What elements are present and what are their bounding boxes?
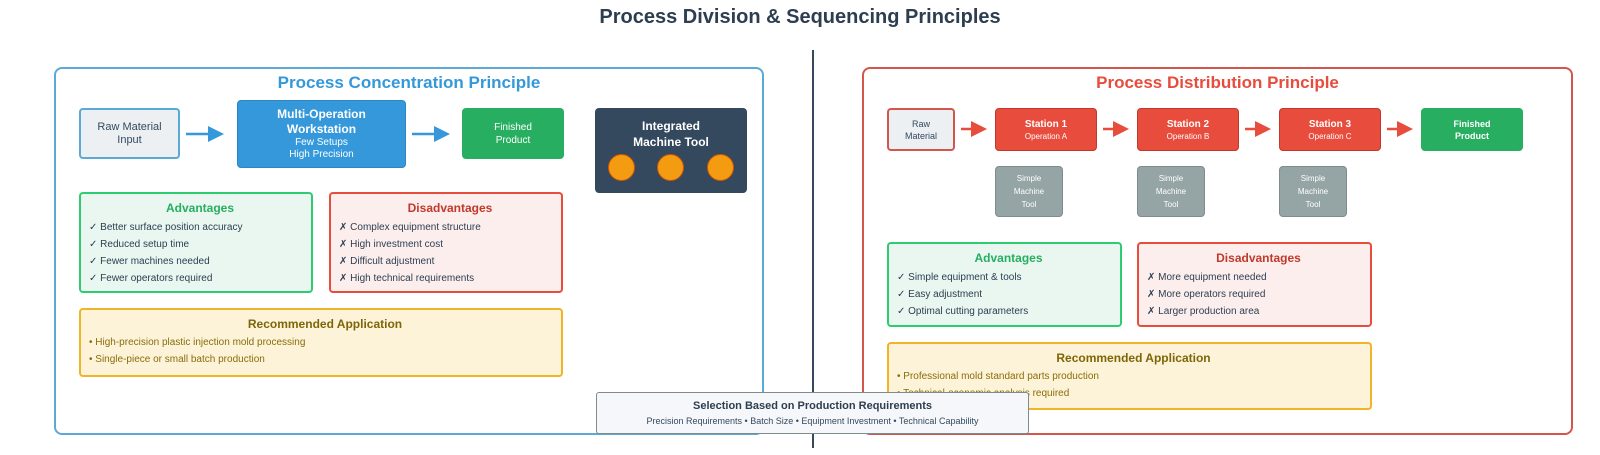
- arrow-icon: [1103, 121, 1129, 137]
- workstation-title: Multi-Operation Workstation: [277, 107, 366, 136]
- raw-material-label: Raw Material Input: [97, 120, 162, 146]
- finished-product-box: Finished Product: [462, 108, 564, 159]
- finished-product-label: Finished Product: [494, 121, 532, 146]
- disadvantage-item: ✗ Difficult adjustment: [339, 256, 435, 267]
- advantage-item: ✓ Fewer operators required: [89, 273, 213, 284]
- advantage-item: ✓ Easy adjustment: [897, 289, 983, 300]
- recommended-item: • Single-piece or small batch production: [89, 354, 265, 365]
- advantage-item: ✓ Optimal cutting parameters: [897, 306, 1029, 317]
- distribution-title: Process Distribution Principle: [1096, 73, 1339, 92]
- distribution-advantages-card: Advantages ✓ Simple equipment & tools ✓ …: [887, 242, 1122, 327]
- workstation-subtitle: Few Setups High Precision: [289, 137, 354, 160]
- recommended-heading: Recommended Application: [247, 317, 403, 331]
- simple-machine-tool-box: Simple Machine Tool: [995, 166, 1063, 217]
- advantage-item: ✓ Fewer machines needed: [89, 256, 210, 267]
- simple-machine-tool-box: Simple Machine Tool: [1137, 166, 1205, 217]
- station-title: Station 3: [1308, 118, 1352, 130]
- station-title: Station 2: [1166, 118, 1210, 130]
- recommended-item: • Professional mold standard parts produ…: [897, 371, 1099, 382]
- simple-machine-tool-label: Simple Machine Tool: [1155, 174, 1187, 209]
- raw-material-label: Raw Material: [904, 118, 937, 141]
- arrow-icon: [1387, 121, 1413, 137]
- disadvantage-item: ✗ Larger production area: [1147, 306, 1260, 317]
- simple-machine-tool-box: Simple Machine Tool: [1279, 166, 1347, 217]
- finished-product-label: Finished Product: [1453, 118, 1491, 141]
- multi-operation-workstation-box: Multi-Operation Workstation Few Setups H…: [237, 100, 406, 168]
- concentration-disadvantages-card: Disadvantages ✗ Complex equipment struct…: [329, 192, 563, 293]
- selection-criteria: Precision Requirements • Batch Size • Eq…: [646, 416, 979, 426]
- concentration-recommended-card: Recommended Application • High-precision…: [79, 308, 563, 377]
- advantages-heading: Advantages: [974, 251, 1043, 265]
- integrated-machine-tool-box: Integrated Machine Tool: [595, 108, 747, 193]
- recommended-item: • High-precision plastic injection mold …: [89, 337, 306, 348]
- tool-circle-icon: [657, 154, 684, 181]
- raw-material-box: Raw Material: [887, 108, 955, 151]
- disadvantages-heading: Disadvantages: [1216, 251, 1301, 265]
- disadvantages-heading: Disadvantages: [407, 201, 493, 215]
- concentration-advantages-card: Advantages ✓ Better surface position acc…: [79, 192, 313, 293]
- arrow-icon: [1245, 121, 1271, 137]
- raw-material-input-box: Raw Material Input: [79, 108, 180, 159]
- simple-machine-tool-label: Simple Machine Tool: [1013, 174, 1045, 209]
- arrow-icon: [961, 121, 987, 137]
- disadvantage-item: ✗ More equipment needed: [1147, 272, 1267, 283]
- station-3-box: Station 3 Operation C: [1279, 108, 1381, 151]
- tool-circle-icon: [707, 154, 734, 181]
- simple-machine-tool-label: Simple Machine Tool: [1297, 174, 1329, 209]
- advantage-item: ✓ Better surface position accuracy: [89, 222, 243, 233]
- station-operation: Operation A: [1024, 131, 1068, 141]
- finished-product-box: Finished Product: [1421, 108, 1523, 151]
- disadvantage-item: ✗ High investment cost: [339, 239, 443, 250]
- advantage-item: ✓ Reduced setup time: [89, 239, 190, 250]
- concentration-title: Process Concentration Principle: [277, 73, 541, 92]
- station-2-box: Station 2 Operation B: [1137, 108, 1239, 151]
- station-operation: Operation C: [1308, 131, 1352, 141]
- recommended-heading: Recommended Application: [1056, 351, 1211, 365]
- page-title: Process Division & Sequencing Principles: [599, 6, 1001, 28]
- selection-box: Selection Based on Production Requiremen…: [596, 392, 1029, 434]
- integrated-machine-tool-label: Integrated Machine Tool: [633, 119, 709, 149]
- disadvantage-item: ✗ High technical requirements: [339, 273, 475, 284]
- arrow-icon: [412, 126, 450, 142]
- disadvantage-item: ✗ More operators required: [1147, 289, 1266, 300]
- advantage-item: ✓ Simple equipment & tools: [897, 272, 1022, 283]
- advantages-heading: Advantages: [165, 201, 235, 215]
- distribution-disadvantages-card: Disadvantages ✗ More equipment needed ✗ …: [1137, 242, 1372, 327]
- selection-title: Selection Based on Production Requiremen…: [693, 400, 932, 412]
- station-title: Station 1: [1024, 118, 1068, 130]
- station-operation: Operation B: [1166, 131, 1210, 141]
- disadvantage-item: ✗ Complex equipment structure: [339, 222, 481, 233]
- arrow-icon: [186, 126, 224, 142]
- center-divider: [812, 50, 814, 448]
- tool-circle-icon: [608, 154, 635, 181]
- station-1-box: Station 1 Operation A: [995, 108, 1097, 151]
